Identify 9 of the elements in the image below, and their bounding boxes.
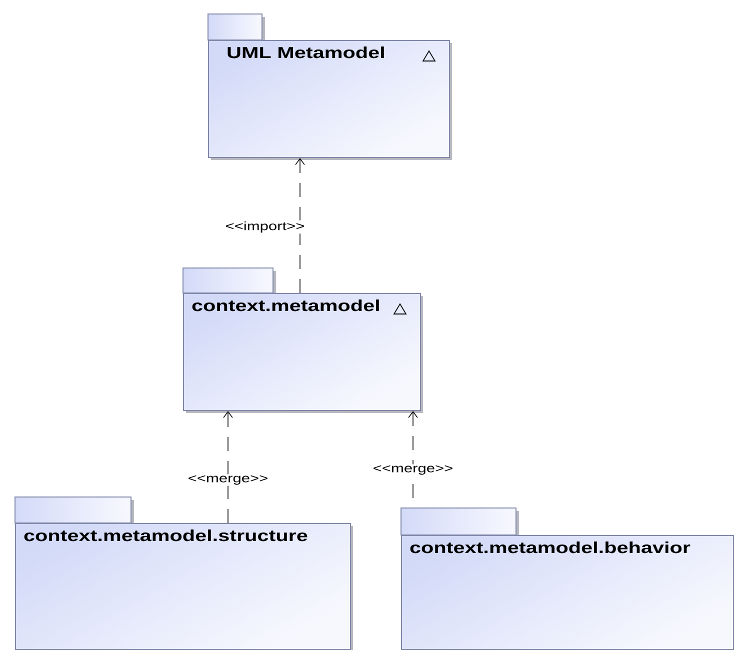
package-box: context.metamodel.structure [14,496,353,650]
edge-label: <<import>> [224,220,306,234]
package-box: UML Metamodel [208,14,452,160]
package-box: context.metamodel.behavior [400,508,734,650]
edge-label: <<merge>> [372,464,454,476]
package-box: context.metamodel [182,268,423,413]
dependency-arrow [223,411,233,524]
dependency-arrow [295,158,305,294]
edge-label: <<merge>> [186,474,270,486]
